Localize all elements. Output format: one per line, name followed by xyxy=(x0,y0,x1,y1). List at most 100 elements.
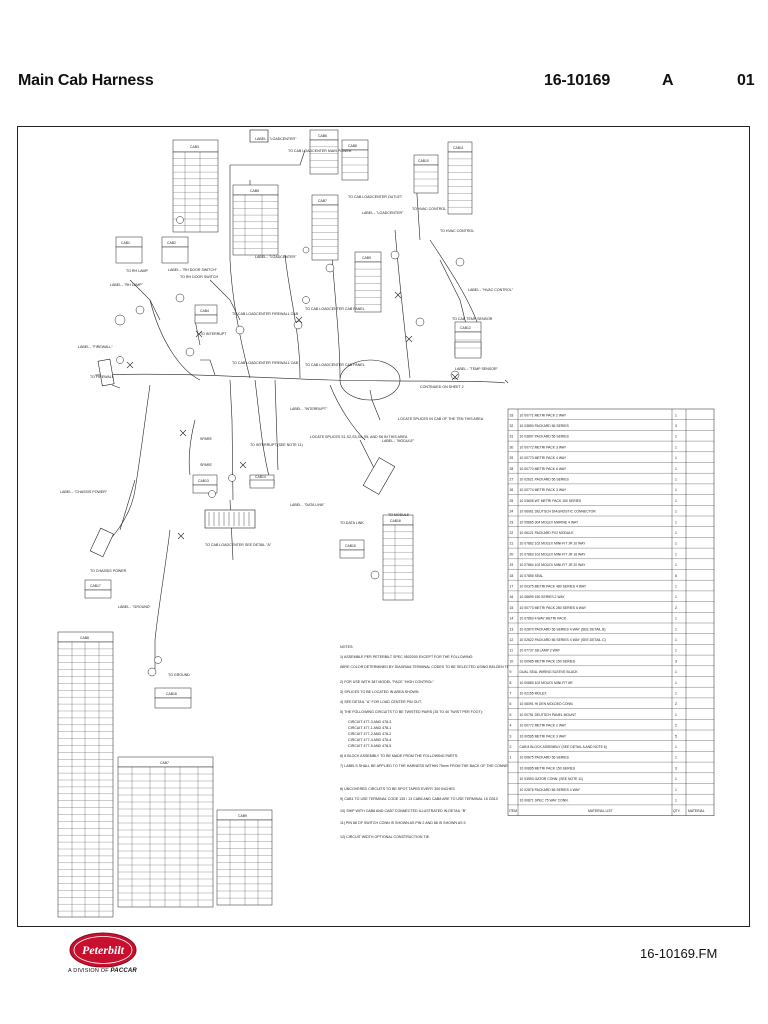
label-callout: LABEL - "GROUND" xyxy=(118,605,151,609)
material-item-no: 29 xyxy=(510,456,514,460)
label-callout: TO CAB LOADCENTER FIREWALL CAB xyxy=(232,312,299,316)
label-callout: TO CAB LOADCENTER OUTLET xyxy=(348,195,403,199)
material-qty: 1 xyxy=(675,798,677,802)
connector-name: CAB10 xyxy=(418,159,429,163)
material-qty: 1 xyxy=(675,745,677,749)
label-callout: TO CHASSIS POWER xyxy=(90,569,127,573)
material-desc: 10 02155 MOLEX xyxy=(520,691,548,695)
material-item-no: 25 xyxy=(510,499,514,503)
material-qty: 3 xyxy=(675,424,677,428)
connector-name: CAB7 xyxy=(160,761,169,765)
chassis-power-connector xyxy=(89,527,114,558)
label-callout: LABEL - "RH DOOR SWITCH" xyxy=(168,268,218,272)
label-callout: TO CAB LOADCENTER FIREWALL CAB xyxy=(232,361,299,365)
material-desc: 10 07863 102 MOLEX MINI-FIT JR 16 WAY xyxy=(520,552,587,556)
connector-name: CAB5 xyxy=(250,189,259,193)
material-item-no: 11 xyxy=(510,649,514,653)
material-desc: CAB 8 BLOCK ASSEMBLY (SEE DETAIL A AND N… xyxy=(520,745,607,749)
label-callout: LABEL - "LOADCENTER" xyxy=(362,211,404,215)
note-line: WIRE COLOR DETERMINED BY DIAGRAM TERMINA… xyxy=(340,665,550,669)
label-callout: TO MODULE xyxy=(388,513,410,517)
drawing-title: Main Cab Harness xyxy=(18,72,154,89)
material-qty: 1 xyxy=(675,788,677,792)
material-qty: 1 xyxy=(675,713,677,717)
material-item-no: 2 xyxy=(510,745,512,749)
connector-name: CAB8 xyxy=(348,144,357,148)
material-item-no: 26 xyxy=(510,488,514,492)
label-callout: TO INTERRUPT xyxy=(200,332,227,336)
material-desc: 10 00770 METRI PACK 6 WAY xyxy=(520,467,567,471)
material-qty: 1 xyxy=(675,756,677,760)
material-qty: 2 xyxy=(675,606,677,610)
material-item-no: 5 xyxy=(510,713,512,717)
material-desc: 10 06061 DEUTSCH DIAGNOSTIC CONNECTOR xyxy=(520,510,597,514)
material-item-no: 30 xyxy=(510,445,514,449)
label-callout: LOCATE SPLICES IN CAB OF THE TEN THIS AR… xyxy=(398,417,484,421)
peterbilt-logo: Peterbilt xyxy=(68,930,138,974)
material-item-no: 14 xyxy=(510,617,514,621)
note-line: CIRCUIT 477-3 AND 478-3 xyxy=(348,720,391,724)
material-qty: 1 xyxy=(675,617,677,621)
label-callout: TO HVAC CONTROL xyxy=(412,207,446,211)
material-desc: 10 02621 PACKARD 56 SERIES xyxy=(520,477,570,481)
material-item-no: 24 xyxy=(510,510,514,514)
material-desc: 10 07855 SEAL xyxy=(520,574,544,578)
material-item-no: 31 xyxy=(510,435,514,439)
label-callout: CONTINUED ON SHEET 2 xyxy=(420,385,464,389)
material-qty: 1 xyxy=(675,488,677,492)
connector-name: CAB14 xyxy=(255,475,266,479)
material-qty: 1 xyxy=(675,670,677,674)
label-callout: LOCATE SPLICES S1,S2,S3,S4, S5, AND S6 I… xyxy=(310,435,408,439)
material-desc: 10 00895 METRI PACK 150 SERIES xyxy=(520,766,576,770)
label-callout: TO GROUND xyxy=(168,673,190,677)
label-callout: TO RH DOOR SWITCH xyxy=(180,275,218,279)
material-item-no: 13 xyxy=(510,627,514,631)
note-line: CIRCUIT 477-1 AND 478-1 xyxy=(348,726,391,730)
label-callout: LABEL - "FIREWALL" xyxy=(78,345,113,349)
label-callout: LABEL - "CHASSIS POWER" xyxy=(60,490,108,494)
trunk-to-loadcenter xyxy=(229,165,251,379)
material-item-no: 27 xyxy=(510,477,514,481)
material-desc: 10 03890 PACKARD 56 SERIES xyxy=(520,424,570,428)
connector-name: CAB9 xyxy=(238,814,247,818)
cab-pinout-table xyxy=(57,641,114,918)
material-item-no: 20 xyxy=(510,552,514,556)
material-desc: 10 05865 304 MOLEX MARINE 4 WAY xyxy=(520,520,580,524)
material-desc: 10 08699 150 SERIES 2 WAY xyxy=(520,595,566,599)
material-qty: 1 xyxy=(675,542,677,546)
material-desc: 10 02870 PACKARD 56 SERIES 4 WAY (SEE DE… xyxy=(520,627,606,631)
label-callout: LABEL - "MODULE" xyxy=(382,439,415,443)
note-line: CIRCUIT 477-4 AND 478-4 xyxy=(348,738,391,742)
label-callout: LABEL - "LOADCENTER" xyxy=(255,255,297,259)
label-callout: TO RH LAMP xyxy=(126,269,149,273)
material-qty: 1 xyxy=(675,627,677,631)
material-desc: 10 03593 GATOR CONN. (SEE NOTE 11) xyxy=(520,777,584,781)
material-desc: 10 00871 SPEC 75 WAY CONN. xyxy=(520,798,569,802)
material-desc: 10 00875 PACKARD 56 SERIES xyxy=(520,756,570,760)
material-qty: 1 xyxy=(675,777,677,781)
material-header-item: ITEM xyxy=(509,809,517,813)
module-connector xyxy=(362,457,396,495)
material-item-no: 33 xyxy=(510,413,514,417)
label-callout: TO DATA LINK xyxy=(340,521,364,525)
material-qty: 1 xyxy=(675,552,677,556)
label-callout: TO CAB TEMP SENSOR xyxy=(452,317,493,321)
material-qty: 1 xyxy=(675,456,677,460)
material-desc: 10 00774 METRI PACK 3 WAY xyxy=(520,488,567,492)
label-callout: LABEL - "HVAC CONTROL" xyxy=(468,288,514,292)
main-trunk xyxy=(94,373,506,384)
material-header-qty: QTY xyxy=(673,809,681,813)
material-qty: 1 xyxy=(675,638,677,642)
material-desc: 10 07863 4 WAY METRI PACK xyxy=(520,617,567,621)
connector-name: CAB13 xyxy=(198,479,209,483)
connector-name: CAB17 xyxy=(90,584,101,588)
material-desc: 10 00375 METRI PACK 480 SERIES 4 WAY xyxy=(520,584,587,588)
material-item-no: 28 xyxy=(510,467,514,471)
material-header-material: MATERIAL xyxy=(688,809,705,813)
material-qty: 6 xyxy=(675,574,677,578)
connector-name: CAB9 xyxy=(362,256,371,260)
material-desc: 10 00985 METRI PACK 150 SERIES xyxy=(520,659,576,663)
material-item-no: 6 xyxy=(510,702,512,706)
